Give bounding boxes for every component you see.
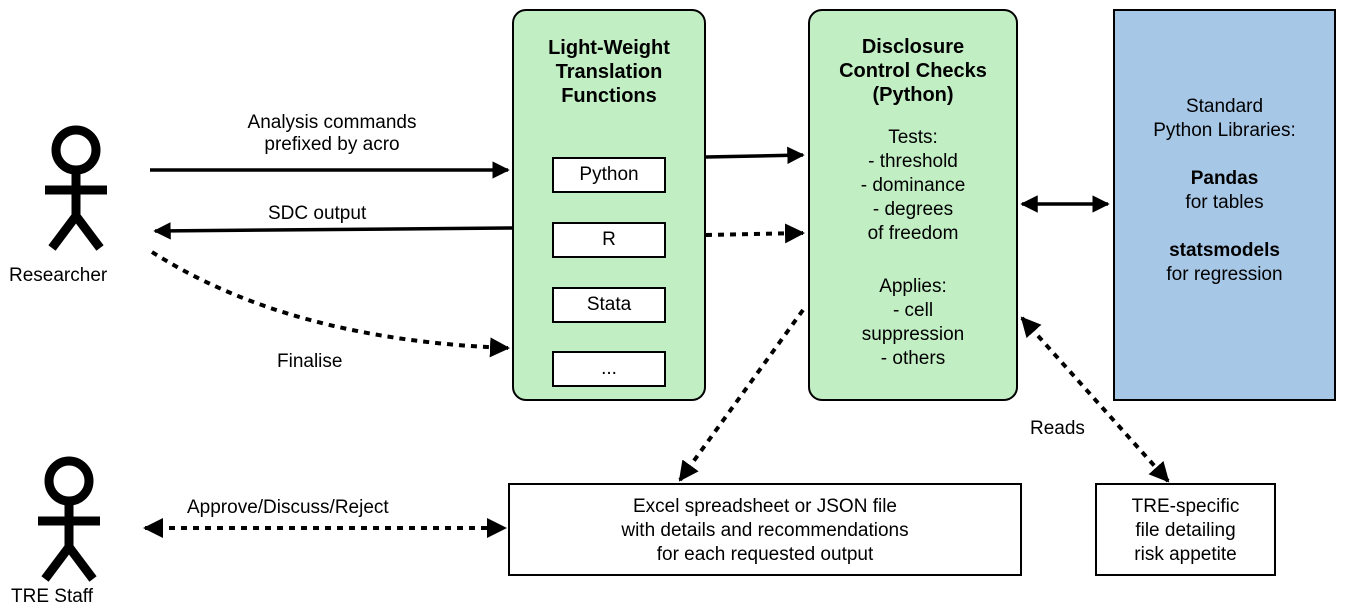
risk-file-box: TRE-specific file detailing risk appetit… — [1095, 483, 1276, 576]
applies-item: suppression — [861, 324, 965, 345]
libraries-line1: Standard — [1185, 96, 1264, 117]
researcher-label: Researcher — [9, 265, 108, 286]
output-file-line3: for each requested output — [656, 544, 874, 565]
risk-file-line2: file detailing — [1135, 520, 1236, 541]
output-file-box: Excel spreadsheet or JSON file with deta… — [508, 483, 1022, 576]
checks-title-line3: (Python) — [872, 84, 954, 106]
python-libraries-box: Standard Python Libraries: Pandas for ta… — [1113, 9, 1336, 401]
test-item: - dominance — [860, 175, 966, 196]
pandas-desc: for tables — [1185, 192, 1264, 213]
python-to-checks-arrow — [705, 146, 805, 165]
analysis-line2: prefixed by acro — [264, 134, 400, 155]
libraries-line2: Python Libraries: — [1153, 120, 1296, 141]
checks-title-line2: Control Checks — [839, 60, 987, 82]
output-file-line1: Excel spreadsheet or JSON file — [632, 496, 897, 517]
researcher-figure-icon — [45, 125, 107, 251]
language-more: ... — [552, 351, 666, 387]
translation-title-line1: Light-Weight — [548, 37, 670, 59]
disclosure-checks-box: Disclosure Control Checks (Python) Tests… — [808, 9, 1018, 401]
applies-heading: Applies: — [879, 276, 947, 297]
output-file-line2: with details and recommendations — [621, 520, 909, 541]
test-item: - threshold — [868, 151, 958, 172]
finalise-arrow — [150, 250, 510, 358]
tre-staff-figure-icon — [38, 456, 100, 582]
translation-title: Light-Weight Translation Functions — [514, 36, 704, 108]
translation-title-line2: Translation — [555, 61, 663, 83]
tre-staff-label: TRE Staff — [11, 586, 94, 607]
language-python: Python — [552, 157, 666, 193]
checks-title: Disclosure Control Checks (Python) — [810, 35, 1016, 107]
sdc-output-arrow — [153, 222, 513, 240]
tests-heading: Tests: — [888, 127, 938, 148]
analysis-commands-label: Analysis commands prefixed by acro — [202, 112, 462, 156]
sdc-output-label: SDC output — [268, 203, 367, 224]
risk-file-line1: TRE-specific — [1131, 496, 1240, 517]
analysis-line1: Analysis commands — [247, 112, 417, 133]
statsmodels-desc: for regression — [1166, 264, 1283, 285]
reads-label: Reads — [1030, 418, 1085, 439]
approve-label: Approve/Discuss/Reject — [187, 497, 389, 518]
finalise-label: Finalise — [277, 351, 343, 372]
translation-functions-box: Light-Weight Translation Functions Pytho… — [512, 9, 706, 401]
output-file-text: Excel spreadsheet or JSON file with deta… — [510, 495, 1020, 567]
checks-applies: Applies: - cell suppression - others — [810, 275, 1016, 371]
checks-tests: Tests: - threshold - dominance - degrees… — [810, 126, 1016, 246]
test-item: - degrees — [872, 199, 954, 220]
risk-file-line3: risk appetite — [1134, 544, 1237, 565]
language-r: R — [552, 222, 666, 258]
reads-arrow — [1020, 316, 1170, 483]
r-to-checks-arrow — [705, 223, 805, 244]
translation-title-line3: Functions — [561, 85, 657, 107]
language-stata: Stata — [552, 287, 666, 323]
pandas-name: Pandas — [1190, 168, 1259, 189]
applies-item: - cell — [892, 300, 934, 321]
checks-title-line1: Disclosure — [861, 36, 965, 58]
risk-file-text: TRE-specific file detailing risk appetit… — [1097, 495, 1274, 567]
statsmodels-name: statsmodels — [1169, 240, 1280, 261]
applies-item: - others — [880, 348, 946, 369]
libraries-content: Standard Python Libraries: Pandas for ta… — [1115, 95, 1334, 287]
test-item: of freedom — [867, 223, 959, 244]
